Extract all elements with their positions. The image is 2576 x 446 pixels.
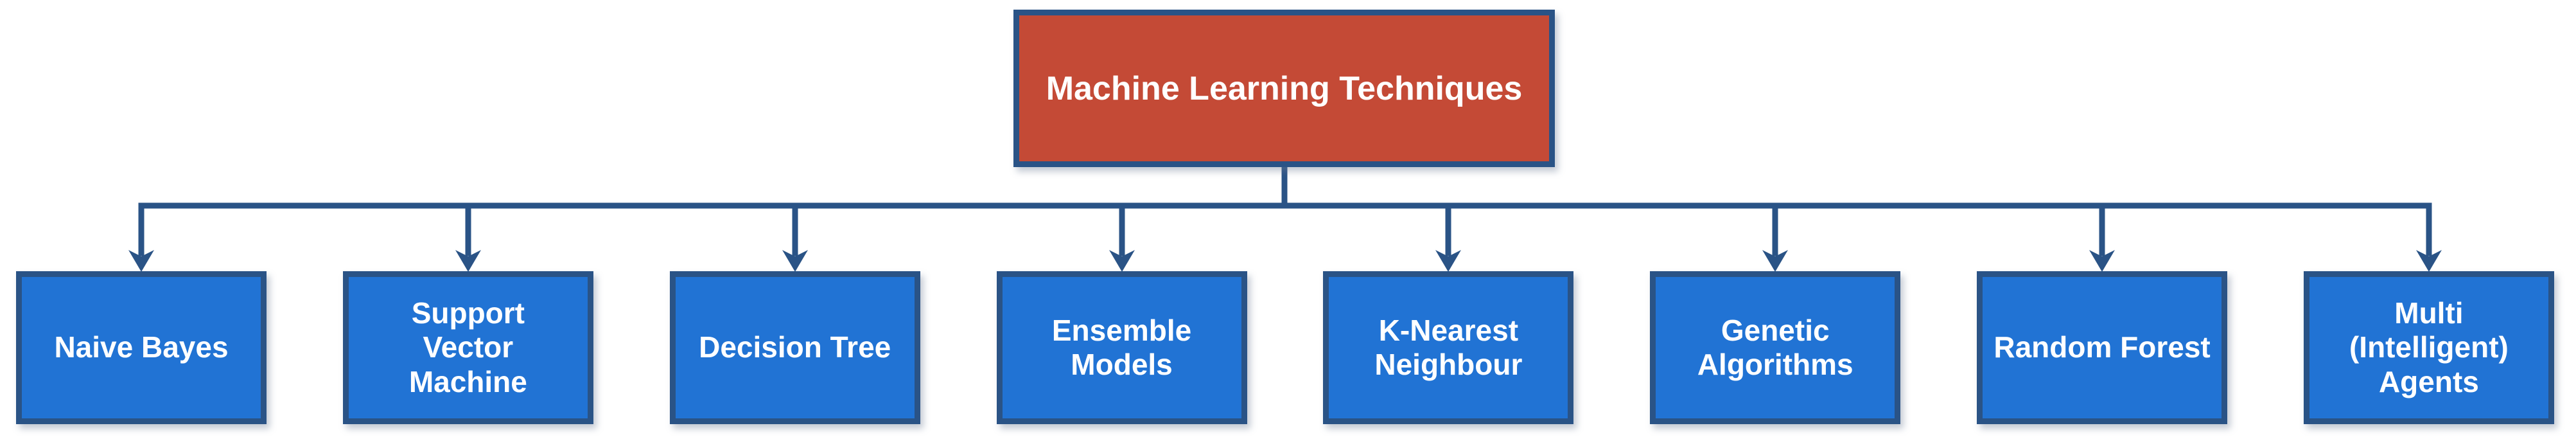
node-label: Support Vector Machine xyxy=(408,296,527,398)
arrow-down-icon xyxy=(2089,250,2115,272)
arrow-down-icon xyxy=(455,250,481,272)
node-label: K-Nearest Neighbour xyxy=(1374,313,1523,381)
node-label: Multi (Intelligent) Agents xyxy=(2349,296,2509,398)
children-row: Naive Bayes Support Vector Machine Decis… xyxy=(0,271,2576,424)
node-label: Ensemble Models xyxy=(1051,313,1192,381)
node-genetic-algorithms: Genetic Algorithms xyxy=(1650,271,1901,424)
node-random-forest: Random Forest xyxy=(1977,271,2228,424)
arrow-down-icon xyxy=(782,250,808,272)
arrow-down-icon xyxy=(1109,250,1135,272)
arrow-down-icon xyxy=(128,250,154,272)
node-label: Random Forest xyxy=(1993,330,2211,364)
node-label: Naive Bayes xyxy=(54,330,229,364)
root-node-machine-learning-techniques: Machine Learning Techniques xyxy=(1013,10,1555,167)
node-decision-tree: Decision Tree xyxy=(669,271,920,424)
node-support-vector-machine: Support Vector Machine xyxy=(342,271,593,424)
arrow-down-icon xyxy=(1435,250,1461,272)
node-k-nearest-neighbour: K-Nearest Neighbour xyxy=(1323,271,1574,424)
arrow-down-icon xyxy=(2416,250,2442,272)
arrow-down-icon xyxy=(1762,250,1788,272)
node-label: Genetic Algorithms xyxy=(1697,313,1853,381)
root-node-label: Machine Learning Techniques xyxy=(1046,69,1523,107)
node-label: Decision Tree xyxy=(699,330,891,364)
node-multi-intelligent-agents: Multi (Intelligent) Agents xyxy=(2303,271,2554,424)
node-naive-bayes: Naive Bayes xyxy=(16,271,267,424)
node-ensemble-models: Ensemble Models xyxy=(996,271,1247,424)
